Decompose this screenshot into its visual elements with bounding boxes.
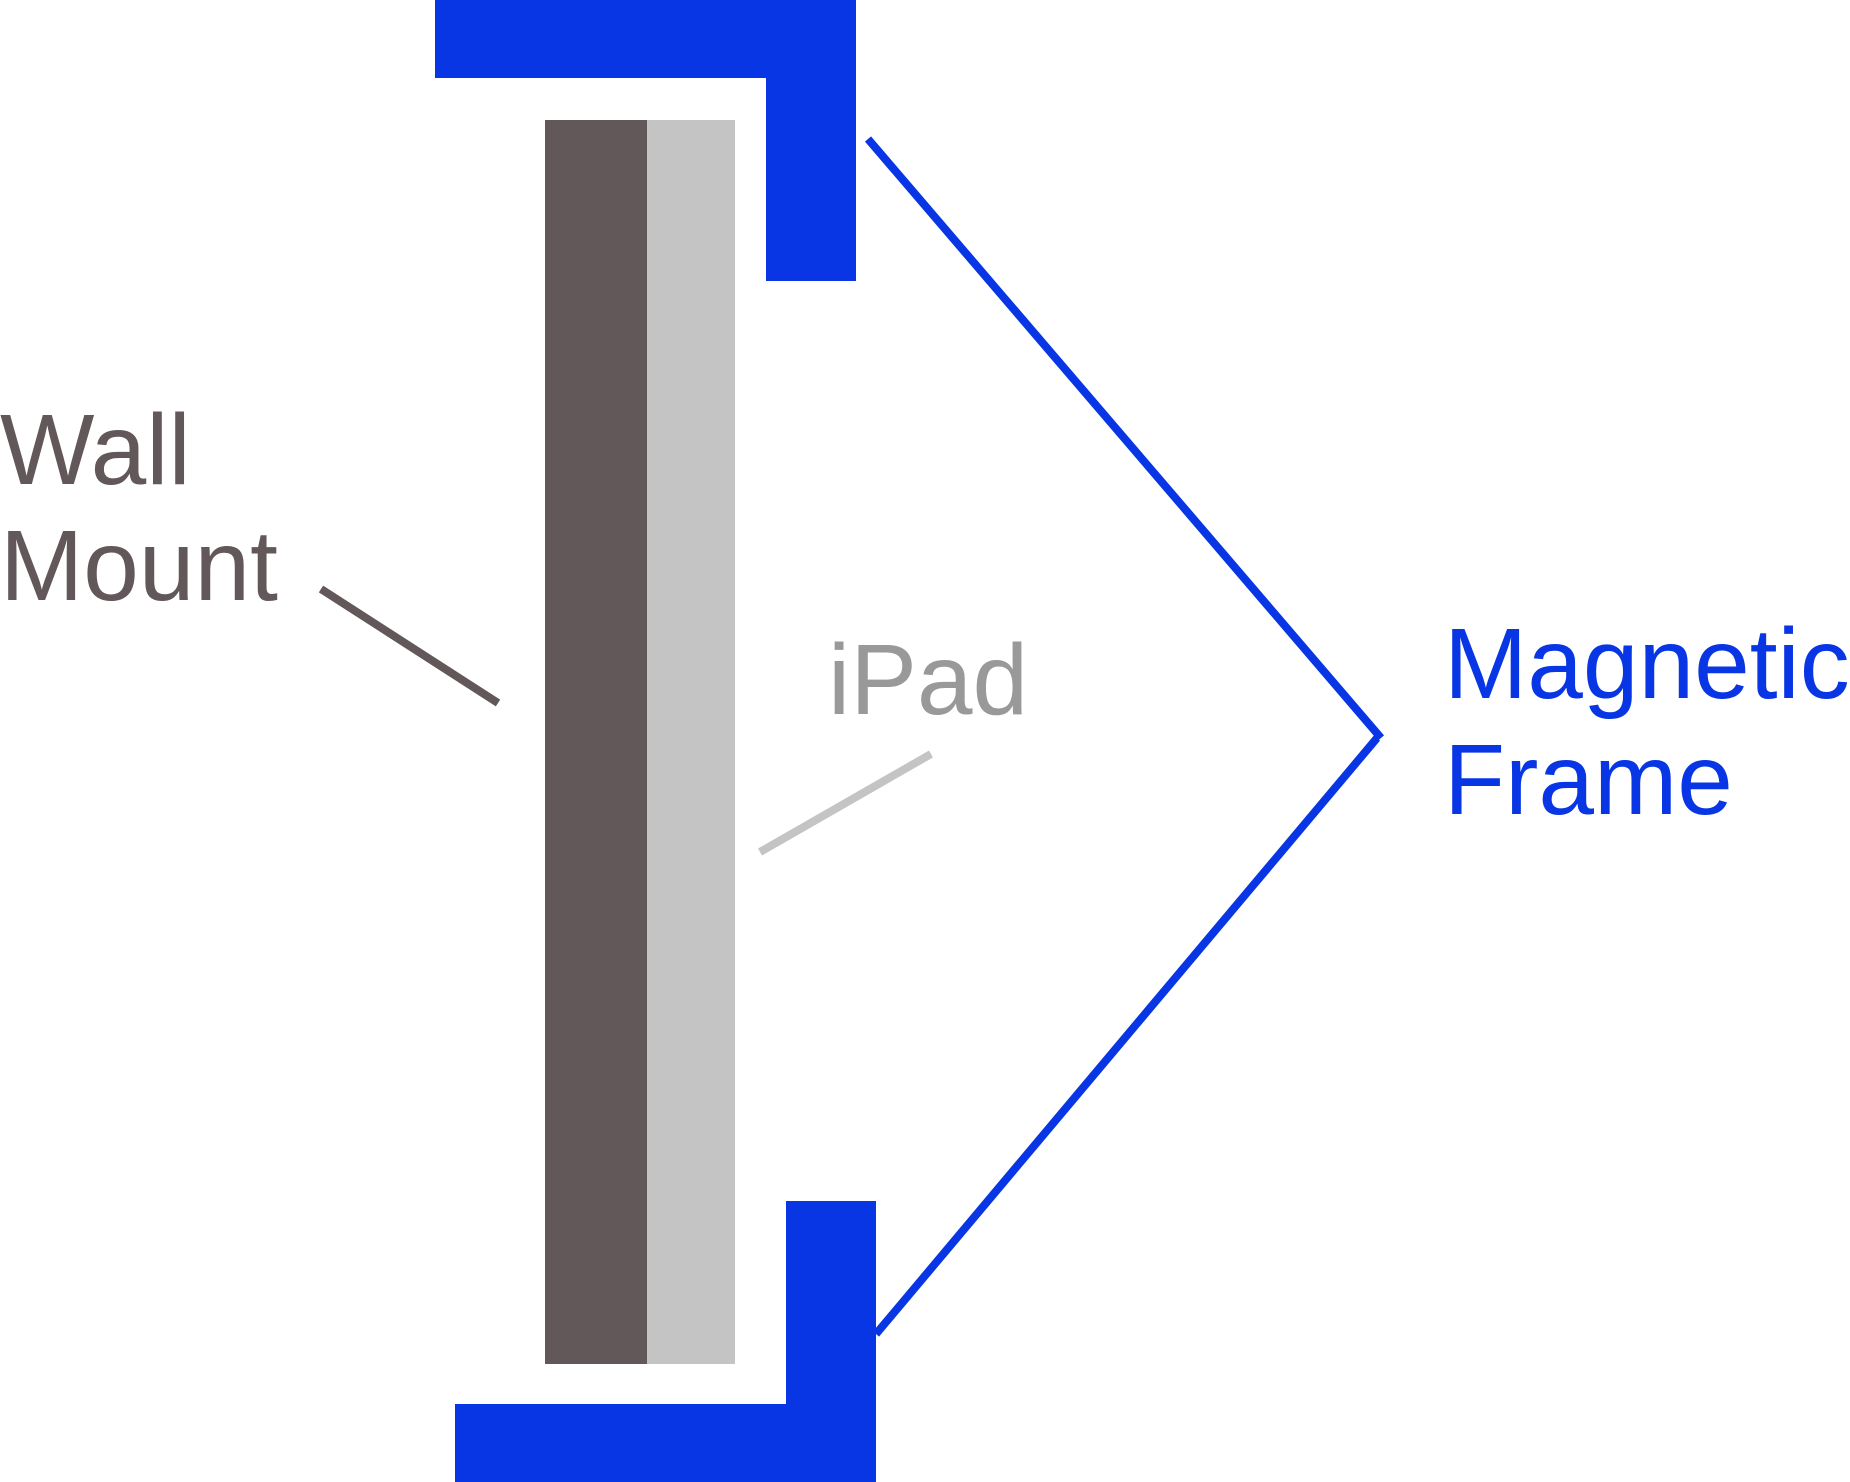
wall-mount-label: Wall Mount <box>0 392 278 624</box>
ipad-leader <box>758 750 933 856</box>
frame-leader-bottom <box>872 735 1381 1337</box>
ipad-label: iPad <box>828 622 1028 738</box>
magnetic-frame-label: Magnetic Frame <box>1444 606 1850 838</box>
ipad-label-text: iPad <box>828 624 1029 736</box>
ipad-slab <box>647 120 735 1364</box>
frame-top-bracket <box>435 0 856 281</box>
frame-leader-top <box>864 136 1385 741</box>
wall-mount-slab <box>545 120 647 1364</box>
wall-mount-label-line-1: Wall <box>0 394 191 506</box>
frame-bottom-bracket <box>455 1201 876 1482</box>
wall-mount-label-line-2: Mount <box>0 510 278 622</box>
wall-mount-leader <box>318 585 501 707</box>
magnetic-frame-label-line-2: Frame <box>1444 724 1733 836</box>
magnetic-frame-label-line-1: Magnetic <box>1444 608 1850 720</box>
